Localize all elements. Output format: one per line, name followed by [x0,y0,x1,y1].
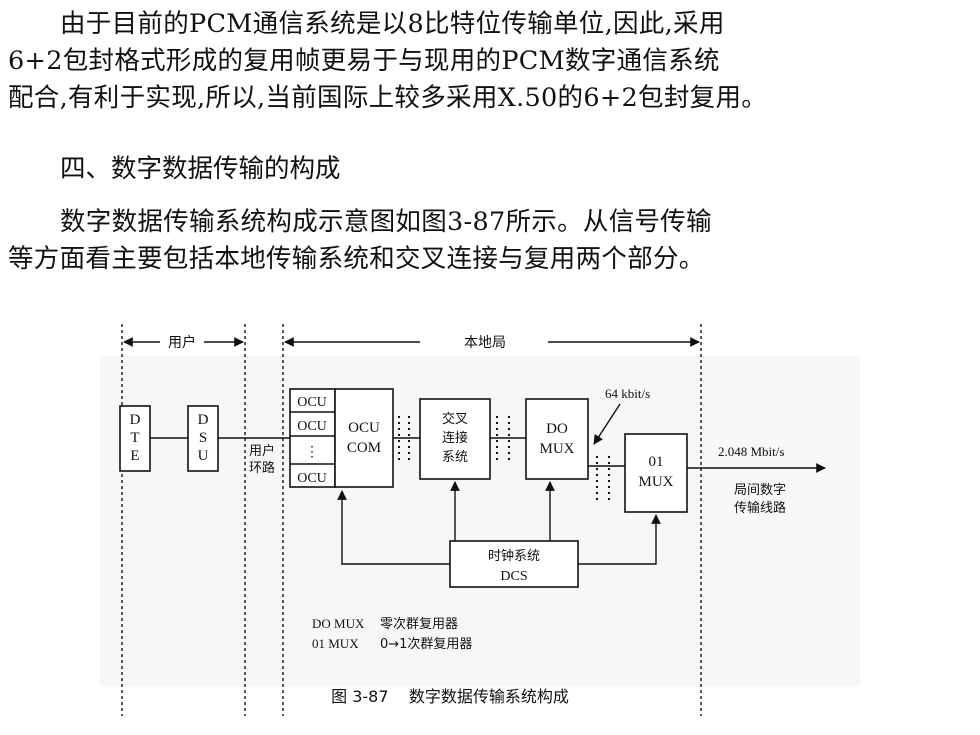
rate-64k: 64 kbit/s [605,386,650,401]
cross-connect-label: 系统 [442,450,468,465]
legend-desc: 0→1次群复用器 [380,636,472,652]
clock-dcs-box [449,540,579,588]
dte-letter: D [130,412,141,428]
paragraph-line: 配合,有利于实现,所以,当前国际上较多采用X.50的6+2包封复用。 [8,83,768,113]
paragraph-system-composition: 数字数据传输系统构成示意图如图3-87所示。从信号传输 等方面看主要包括本地传输… [8,204,972,278]
paragraph-line: 数字数据传输系统构成示意图如图3-87所示。从信号传输 [60,207,712,237]
dte-box [119,405,151,472]
cross-connect-label: 交叉 [442,411,468,427]
figure-caption: 图 3-87 数字数据传输系统构成 [331,687,569,706]
legend-abbr: DO MUX [312,616,365,631]
ocu-item: ⋮ [305,445,319,460]
mux-01-box [624,433,688,513]
ocu-com-box [334,388,394,488]
label-user: 用户 [168,334,196,351]
ocu-com-label: OCU [348,420,380,436]
cross-connect-label: 连接 [442,430,468,446]
label-user-loop: 环路 [249,460,275,476]
do-mux-box [525,398,589,480]
ocu-item: OCU [297,419,327,434]
ocu-item: OCU [297,395,327,410]
label-user-loop: 用户 [249,443,275,459]
dsu-letter: D [198,412,209,428]
trunk-line-label: 传输线路 [734,500,786,516]
mux-01-label: 01 [649,454,664,470]
mux-01-label: MUX [638,474,673,490]
clock-label: 时钟系统 [488,548,540,564]
paragraph-line: 6+2包封格式形成的复用帧更易于与现用的PCM数字通信系统 [8,46,720,76]
legend-abbr: 01 MUX [312,636,359,651]
dte-letter: T [130,430,139,446]
do-mux-label: MUX [539,441,574,457]
clock-label: DCS [500,569,527,584]
paragraph-line: 由于目前的PCM通信系统是以8比特位传输单位,因此,采用 [60,9,725,39]
legend-desc: 零次群复用器 [380,616,458,632]
clock-to-01-mux [578,514,661,565]
dte-letter: E [130,448,139,464]
rate-2048: 2.048 Mbit/s [718,444,784,459]
section-heading: 四、数字数据传输的构成 [60,154,341,184]
rate-64k-pointer [593,403,621,445]
cross-connect-box [419,398,491,480]
ocu-stack [289,388,336,488]
dsu-letter: U [198,448,209,464]
clock-to-ocu [337,490,450,565]
figure-3-87: 用户 本地局 D T E D S U 用户 环路 OCU OCU ⋮ OCU O… [100,316,860,730]
paragraph-line: 等方面看主要包括本地传输系统和交叉连接与复用两个部分。 [8,244,705,274]
dsu-box [187,405,219,472]
do-mux-label: DO [546,421,568,437]
system-diagram: 用户 本地局 D T E D S U 用户 环路 OCU OCU ⋮ OCU O… [100,324,860,716]
ocu-item: OCU [297,471,327,486]
label-local-office: 本地局 [464,335,506,351]
trunk-line-label: 局间数字 [734,483,786,498]
dsu-letter: S [199,430,207,446]
paragraph-multiplexing: 由于目前的PCM通信系统是以8比特位传输单位,因此,采用 6+2包封格式形成的复… [8,6,972,117]
ocu-com-label: COM [347,440,381,456]
